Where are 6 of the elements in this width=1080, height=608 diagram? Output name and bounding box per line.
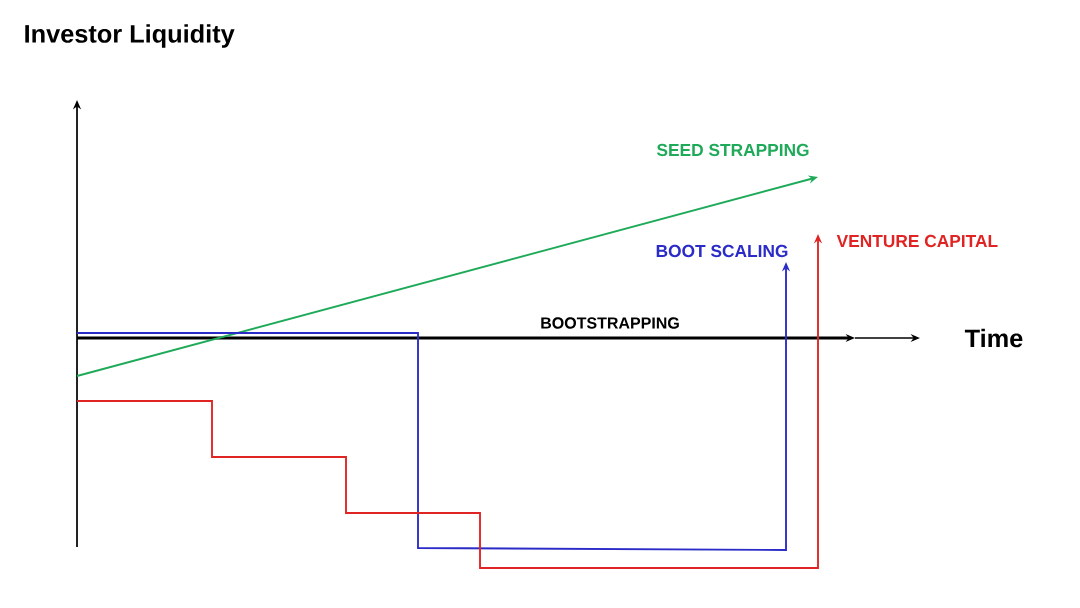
series-label: BOOTSTRAPPING xyxy=(541,317,679,329)
series-label: VENTURE CAPITAL xyxy=(836,234,998,248)
series-label: BOOT SCALING xyxy=(656,244,788,258)
axis-label: Time xyxy=(964,328,1023,348)
axis-label: Investor Liquidity xyxy=(25,24,235,48)
series-label: SEED STRAPPING xyxy=(656,143,809,157)
